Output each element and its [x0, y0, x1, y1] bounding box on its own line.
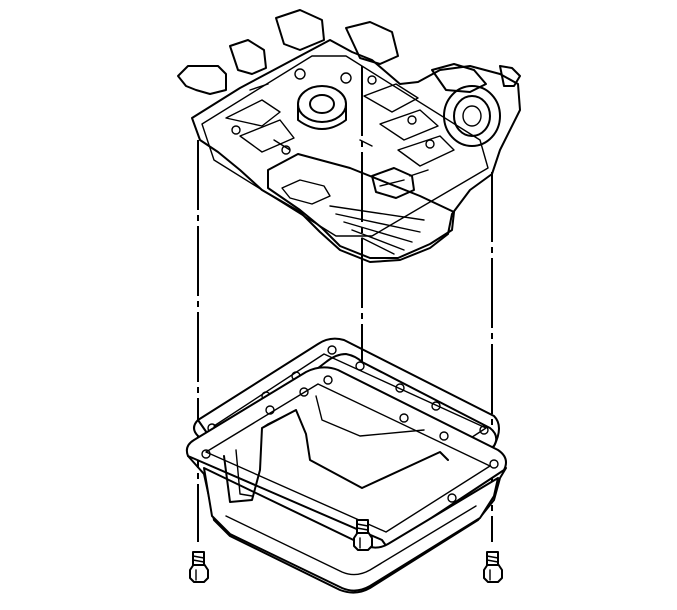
- pan-bolt-left: [189, 551, 209, 583]
- oil-pan: [185, 366, 507, 594]
- pan-bolt-center: [353, 519, 373, 551]
- pan-bolt-right: [483, 551, 503, 583]
- transmission-valve-body: [177, 9, 521, 263]
